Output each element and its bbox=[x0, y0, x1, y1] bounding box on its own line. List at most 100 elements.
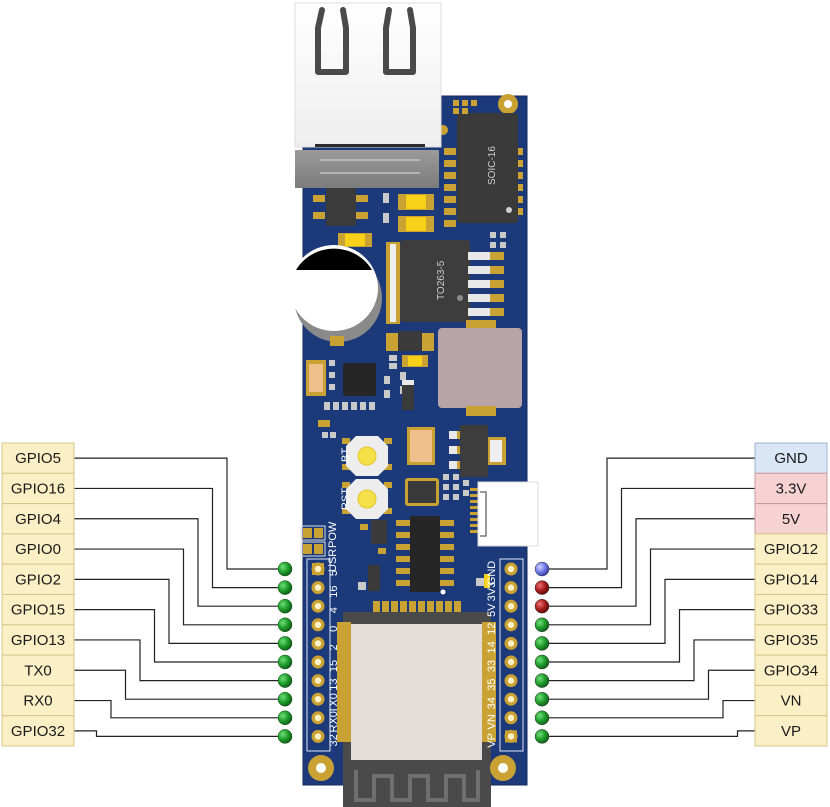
pin-label-box: GPIO0 bbox=[1, 533, 75, 565]
left-header-outline bbox=[306, 558, 331, 752]
pin-label-box: GPIO4 bbox=[1, 503, 75, 535]
pin-label-box: GPIO32 bbox=[1, 715, 75, 747]
pin-label-box: GPIO33 bbox=[754, 594, 828, 626]
right-pin-labels: GND 3.3V 5V GPIO12GPIO14GPIO33GPIO35GPIO34V… bbox=[754, 442, 828, 747]
silk-pin-label: 12 bbox=[486, 623, 498, 635]
pin-label: GPIO34 bbox=[764, 662, 818, 679]
soic16-label: SOIC-16 bbox=[487, 146, 498, 185]
pin-wire bbox=[74, 730, 284, 738]
pin-label-box: VP bbox=[754, 715, 828, 747]
silk-pin-label: 35 bbox=[486, 678, 498, 690]
to263-regulator: TO263-5 bbox=[386, 240, 504, 324]
pcb-board: SOIC-16 bbox=[290, 2, 539, 807]
pin-wire bbox=[74, 487, 284, 589]
pin-label: GPIO12 bbox=[764, 541, 818, 558]
pin-wires bbox=[74, 457, 755, 738]
silk-pin-label: VN bbox=[486, 714, 498, 729]
silk-pin-label: RX0 bbox=[328, 711, 340, 732]
smd-ic-small bbox=[405, 474, 469, 506]
pin-wire bbox=[546, 639, 755, 682]
pin-dot bbox=[534, 561, 550, 577]
pin-label-box: 5V bbox=[754, 503, 828, 535]
pin-wire bbox=[74, 457, 284, 570]
usb-uart-chip bbox=[358, 516, 490, 595]
pin-wire bbox=[546, 669, 755, 700]
pin-label: GPIO14 bbox=[764, 571, 818, 588]
pin-dot bbox=[277, 710, 293, 726]
pin-wire bbox=[546, 518, 755, 607]
pin-wire bbox=[546, 457, 755, 570]
smd-diode bbox=[386, 331, 434, 369]
mosfet bbox=[449, 425, 506, 477]
tantalum-capacitor bbox=[407, 427, 435, 465]
bt-label: BT bbox=[340, 448, 352, 462]
silk-pin-label: 32 bbox=[328, 734, 340, 746]
pin-dot bbox=[534, 598, 550, 614]
pin-label: VP bbox=[781, 723, 801, 740]
right-header-outline bbox=[499, 558, 524, 752]
pin-wire bbox=[74, 669, 284, 700]
pin-label-box: GPIO16 bbox=[1, 472, 75, 505]
pin-dot bbox=[534, 729, 550, 744]
pin-wire bbox=[74, 609, 284, 663]
pin-label: 3.3V bbox=[776, 480, 807, 497]
pin-label-box: GPIO15 bbox=[1, 594, 75, 626]
smd-components-top bbox=[313, 188, 506, 248]
pin-label: GPIO33 bbox=[764, 602, 818, 619]
pin-dot bbox=[277, 617, 293, 633]
pin-label: GPIO35 bbox=[764, 632, 818, 649]
qfn-chip bbox=[306, 360, 414, 438]
silk-pin-label: 3V3 bbox=[486, 582, 498, 602]
pin-label-box: GND bbox=[754, 442, 828, 474]
pin-label: GPIO0 bbox=[15, 541, 61, 558]
pin-dot bbox=[277, 654, 293, 670]
pin-wire bbox=[546, 548, 755, 626]
esp32-module bbox=[337, 601, 496, 807]
rst-button: RST bbox=[340, 479, 392, 519]
pin-wire bbox=[74, 518, 284, 607]
usb-c-connector bbox=[470, 481, 539, 547]
pin-label-box: GPIO12 bbox=[754, 533, 828, 565]
silk-pin-label: 34 bbox=[486, 697, 498, 709]
pin-wire bbox=[74, 578, 284, 645]
pin-wire bbox=[546, 699, 755, 719]
silk-pin-label: 14 bbox=[486, 641, 498, 653]
pin-label-box: VN bbox=[754, 684, 828, 717]
pin-label: GPIO16 bbox=[11, 480, 65, 497]
pin-dot bbox=[534, 580, 550, 595]
pin-label-box: GPIO14 bbox=[754, 563, 828, 596]
pin-dot bbox=[534, 617, 550, 633]
pin-label-box: 3.3V bbox=[754, 472, 828, 505]
silk-pin-label: 16 bbox=[328, 585, 340, 597]
electrolytic-capacitor bbox=[290, 245, 382, 346]
pin-wire bbox=[546, 578, 755, 645]
pin-label: RX0 bbox=[23, 693, 52, 710]
pin-label: GPIO13 bbox=[11, 632, 65, 649]
pin-label: GPIO4 bbox=[15, 511, 61, 528]
pin-wire bbox=[546, 730, 755, 738]
left-pin-labels: GPIO5GPIO16GPIO4GPIO0GPIO2GPIO15GPIO13TX… bbox=[1, 442, 75, 747]
pin-label-box: GPIO5 bbox=[1, 442, 75, 474]
silk-pin-label: 5V bbox=[486, 603, 498, 617]
pin-dot bbox=[534, 673, 550, 688]
pin-dot bbox=[534, 654, 550, 670]
pin-label: 5V bbox=[782, 511, 800, 528]
usr-label: USR bbox=[327, 549, 339, 572]
rj45-connector bbox=[294, 2, 442, 188]
silk-pin-label: TX0 bbox=[328, 693, 340, 713]
pin-dot bbox=[277, 691, 293, 707]
pin-dot bbox=[277, 636, 293, 651]
pin-dot bbox=[277, 561, 293, 577]
pin-label: GPIO32 bbox=[11, 723, 65, 740]
pin-label: VN bbox=[781, 693, 802, 710]
silk-pin-label: 15 bbox=[328, 660, 340, 672]
silk-pin-label: 0 bbox=[328, 626, 340, 632]
silk-pin-label: 13 bbox=[328, 678, 340, 690]
pin-dots bbox=[277, 561, 550, 744]
pin-dot bbox=[277, 598, 293, 614]
silk-pin-label: 2 bbox=[328, 644, 340, 650]
pin-wire bbox=[74, 548, 284, 626]
pin-label-box: TX0 bbox=[1, 654, 75, 686]
